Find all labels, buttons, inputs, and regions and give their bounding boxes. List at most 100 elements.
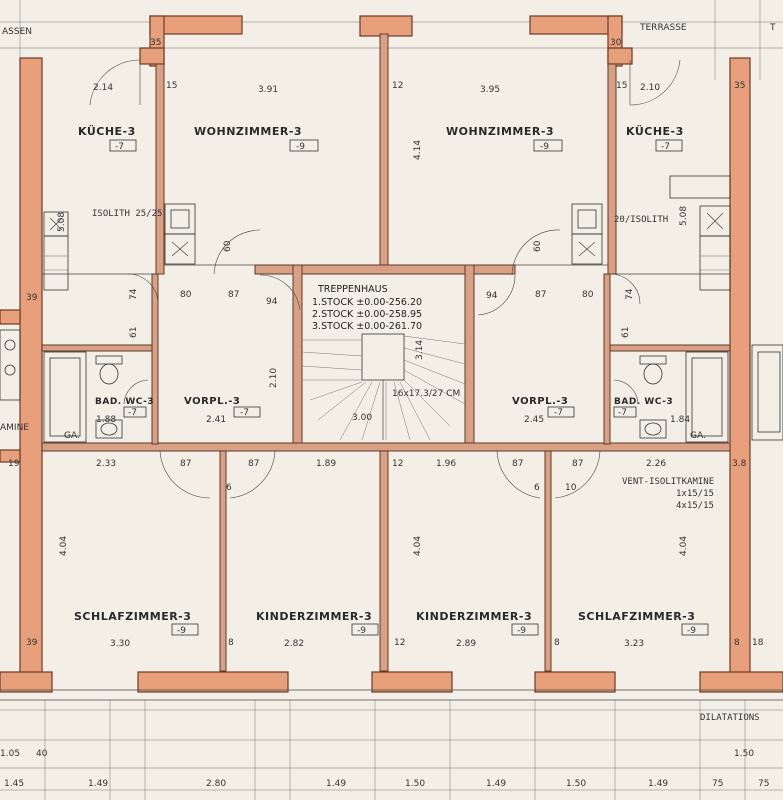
room-schlafzimmer-right: SCHLAFZIMMER-3 -9 xyxy=(578,610,709,636)
dimension-label: 1.50 xyxy=(405,779,425,789)
ga-label-left: GA. xyxy=(64,431,80,441)
dimension-label: 4x15/15 xyxy=(676,501,714,511)
walls xyxy=(0,15,783,693)
dimension-label: 1x15/15 xyxy=(676,489,714,499)
dimension-label: 5.08 xyxy=(57,212,67,232)
ga-label-right: GA. xyxy=(690,431,706,441)
isolith-note-left: ISOLITH 25/25 xyxy=(92,209,162,219)
room-vorplatz-left: VORPL.-3 -7 xyxy=(184,396,261,418)
dimension-label: 16x17.3/27 CM xyxy=(392,389,460,399)
bathtub-left-icon xyxy=(43,351,87,443)
neighbour-bath-right xyxy=(751,344,783,441)
label-top-left: ASSEN xyxy=(2,27,32,37)
dimension-label: 3.00 xyxy=(352,413,372,423)
dimension-label: 3.STOCK ±0.00-261.70 xyxy=(312,321,422,332)
isolith-note-right: 20/ISOLITH xyxy=(614,215,668,225)
dimension-label: 80 xyxy=(180,290,192,300)
dimension-label: 15 xyxy=(616,81,627,91)
toilet-left-icon xyxy=(95,355,123,385)
room-schlafzimmer-left: SCHLAFZIMMER-3 -9 xyxy=(74,610,199,636)
dimension-label: 3.14 xyxy=(415,340,425,360)
dimension-label: 1.STOCK ±0.00-256.20 xyxy=(312,297,422,308)
dimension-label: VORPL.-3 xyxy=(512,396,568,407)
dimension-label: 1.49 xyxy=(326,779,346,789)
dimension-label: 87 xyxy=(535,290,546,300)
room-kinderzimmer-right: KINDERZIMMER-3 -9 xyxy=(416,610,539,636)
dimension-label: 2.STOCK ±0.00-258.95 xyxy=(312,309,422,320)
dimension-label: 35 xyxy=(734,81,745,91)
dimension-label: 2.10 xyxy=(269,368,279,388)
dimension-label: 60 xyxy=(223,240,233,252)
dimension-label: 4.04 xyxy=(59,536,69,556)
dimension-label: KINDERZIMMER-3 xyxy=(416,610,532,623)
dimension-label: 39 xyxy=(26,293,38,303)
dimension-label: 1.89 xyxy=(316,459,336,469)
dimension-label: 87 xyxy=(512,459,523,469)
vertical-dimensions: 4.14 5.08 5.08 4.04 4.04 4.04 2.10 74 74… xyxy=(57,140,689,556)
dimension-label: 1.49 xyxy=(88,779,108,789)
dimension-label: 60 xyxy=(533,240,543,252)
dimension-label: -7 xyxy=(115,142,124,152)
dimension-label: 2.26 xyxy=(646,459,666,469)
dimension-label: BAD. WC-3 xyxy=(95,397,154,407)
room-kueche-right: KÜCHE-3 -7 xyxy=(626,124,683,152)
dimension-label: BAD. WC-3 xyxy=(614,397,673,407)
dimension-label: -7 xyxy=(554,408,563,418)
dimension-label: 74 xyxy=(625,288,635,300)
dimension-label: 87 xyxy=(248,459,259,469)
dimension-label: 74 xyxy=(129,288,139,300)
room-kueche-left: KÜCHE-3 -7 xyxy=(78,124,137,152)
dimension-label: 87 xyxy=(572,459,583,469)
dimension-label: 75 xyxy=(758,779,769,789)
dimension-label: 8 xyxy=(734,638,740,648)
stair-annotation: TREPPENHAUS 1.STOCK ±0.00-256.20 2.STOCK… xyxy=(312,284,460,423)
amine-label: AMINE xyxy=(0,423,29,433)
dimension-label: -9 xyxy=(296,142,305,152)
dimension-label: SCHLAFZIMMER-3 xyxy=(578,610,695,623)
room-wohnzimmer-right: WOHNZIMMER-3 -9 xyxy=(446,125,563,152)
dimension-label: 19 xyxy=(8,459,20,469)
label-top-right: T xyxy=(769,23,776,33)
dimension-label: 12 xyxy=(392,81,403,91)
dimension-label: 1.96 xyxy=(436,459,456,469)
dimension-label: 40 xyxy=(36,749,48,759)
dimension-label: 12 xyxy=(394,638,405,648)
room-wohnzimmer-left: WOHNZIMMER-3 -9 xyxy=(194,125,319,152)
staircase xyxy=(301,333,466,441)
dimension-label: 30 xyxy=(610,38,622,48)
dimension-label: TREPPENHAUS xyxy=(317,284,388,295)
dilatation-note: DILATATIONS xyxy=(700,713,760,723)
vent-note: VENT-ISOLITKAMINE 1x15/15 4x15/15 xyxy=(622,477,714,511)
dimension-label: 75 xyxy=(712,779,723,789)
dimension-label: 1.49 xyxy=(648,779,668,789)
dimension-label: 3.8 xyxy=(732,459,747,469)
dimension-label: 2.82 xyxy=(284,639,304,649)
room-vorplatz-right: VORPL.-3 -7 xyxy=(512,396,575,418)
chimney-left xyxy=(164,203,196,265)
chimney-right xyxy=(571,203,603,265)
dimension-label: 3.30 xyxy=(110,639,130,649)
dimension-label: 2.80 xyxy=(206,779,226,789)
dimension-label: -9 xyxy=(177,626,186,636)
dimension-label: 3.91 xyxy=(258,85,278,95)
dimension-label: 5.08 xyxy=(679,206,689,226)
neighbour-bath-left xyxy=(0,329,21,401)
dimension-label: 1.84 xyxy=(670,415,690,425)
dimension-label: 80 xyxy=(582,290,594,300)
dimension-label: -9 xyxy=(517,626,526,636)
dimension-label: -7 xyxy=(128,408,137,418)
dimension-label: 15 xyxy=(166,81,177,91)
dimension-label: 1.50 xyxy=(566,779,586,789)
dimension-label: 1.88 xyxy=(96,415,116,425)
interior-lines xyxy=(0,264,783,701)
sink-left-icon xyxy=(95,419,123,439)
dimension-label: 87 xyxy=(180,459,191,469)
dimension-label: 2.33 xyxy=(96,459,116,469)
door-swings xyxy=(89,59,681,499)
dimension-label: 2.45 xyxy=(524,415,544,425)
dimension-label: 1.50 xyxy=(734,749,754,759)
dimension-label: 2.14 xyxy=(93,83,113,93)
